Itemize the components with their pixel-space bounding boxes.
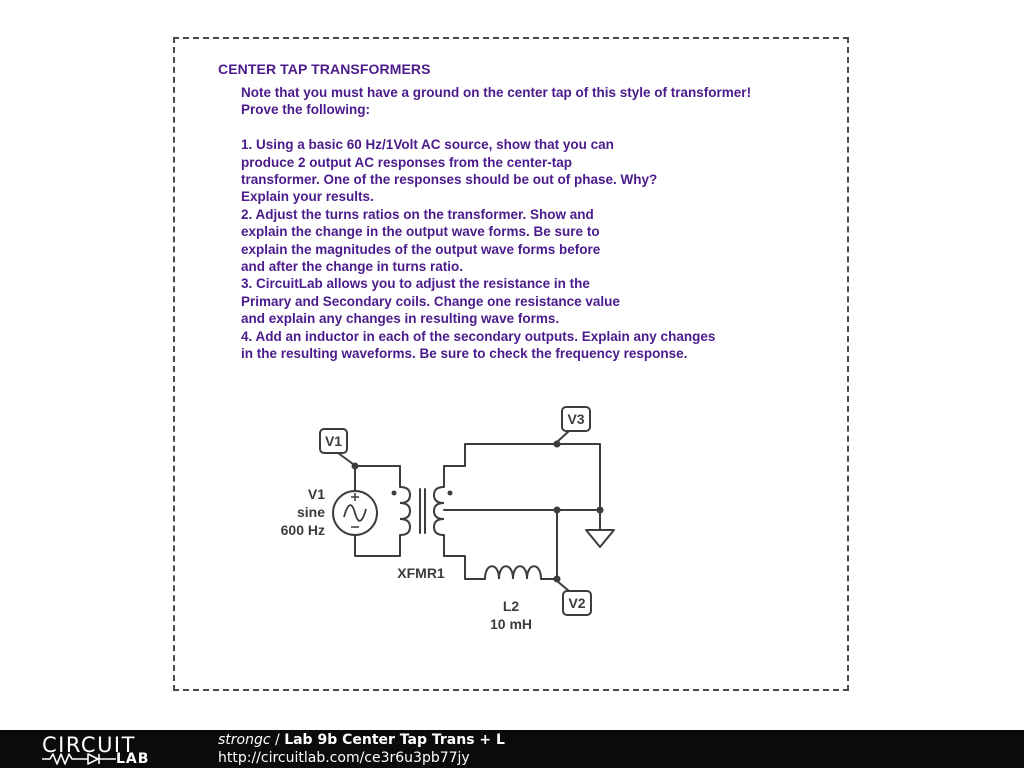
comment-frame (173, 37, 849, 691)
wire-l2-out (540, 509, 558, 580)
wire-center-tap (443, 509, 601, 531)
circuitlab-logo[interactable]: CIRCUIT LAB (42, 733, 178, 767)
note-line: 1. Using a basic 60 Hz/1Volt AC source, … (241, 137, 614, 153)
ground-symbol (585, 529, 615, 548)
instructions-text: Note that you must have a ground on the … (241, 84, 841, 362)
probe-v3-label: V3 (567, 411, 584, 427)
junction-dot (553, 575, 561, 583)
logo-resistor-diode-icon (42, 753, 116, 765)
note-line: explain the magnitudes of the output wav… (241, 241, 601, 257)
probe-v3[interactable]: V3 (561, 406, 591, 432)
note-line: explain the change in the output wave fo… (241, 224, 600, 240)
source-type-label: sine (297, 504, 325, 520)
circuit-title[interactable]: Lab 9b Center Tap Trans + L (284, 732, 505, 748)
author-link[interactable]: strongc (218, 732, 271, 748)
note-line: and explain any changes in resulting wav… (241, 311, 560, 327)
page-heading: CENTER TAP TRANSFORMERS (218, 61, 431, 77)
polarity-dot-secondary (447, 490, 453, 496)
inductor-value-label: 10 mH (490, 616, 532, 632)
wire-primary-top (354, 465, 401, 492)
note-line: Prove the following: (241, 102, 371, 118)
probe-lead-v1 (337, 452, 354, 465)
wire-primary-bottom (354, 534, 401, 557)
note-line: Primary and Secondary coils. Change one … (241, 293, 620, 309)
secondary-coil (432, 486, 445, 536)
note-line: Explain your results. (241, 189, 374, 205)
junction-dot (553, 440, 561, 448)
circuit-schematic: V1 V3 V2 V1 sine 600 Hz XFMR1 L2 10 mH (281, 406, 615, 632)
circuit-meta: strongc / Lab 9b Center Tap Trans + L ht… (218, 731, 505, 767)
probe-lead-v3 (556, 430, 570, 443)
sine-wave-glyph (343, 504, 367, 522)
transformer-label: XFMR1 (397, 565, 445, 581)
source-name-label: V1 (308, 486, 325, 502)
transformer-core (419, 488, 426, 534)
schematic-sheet: CENTER TAP TRANSFORMERS Note that you mu… (173, 37, 849, 691)
note-line: 4. Add an inductor in each of the second… (241, 328, 716, 344)
note-line: and after the change in turns ratio. (241, 259, 464, 275)
note-line: 2. Adjust the turns ratios on the transf… (241, 206, 594, 222)
footer-bar: CIRCUIT LAB strongc / Lab 9b Center Tap … (0, 730, 1024, 768)
note-line: transformer. One of the responses should… (241, 172, 658, 188)
junction-dot (596, 506, 604, 514)
meta-separator: / (270, 732, 285, 748)
junction-dot (553, 506, 561, 514)
polarity-dot-primary (391, 490, 397, 496)
inductor-name-label: L2 (503, 598, 520, 614)
probe-v2-label: V2 (568, 595, 585, 611)
source-frequency-label: 600 Hz (281, 522, 325, 538)
probe-v1-label: V1 (325, 433, 342, 449)
source-plus-sign (351, 493, 359, 501)
logo-wordmark-bottom: LAB (116, 751, 150, 767)
primary-coil (399, 486, 412, 536)
wire-secondary-top (443, 443, 601, 511)
probe-lead-v2 (556, 580, 570, 592)
logo-wordmark-top: CIRCUIT (42, 733, 136, 757)
junction-dot (351, 462, 359, 470)
probe-v1[interactable]: V1 (319, 428, 348, 454)
wire-secondary-bottom (443, 534, 486, 580)
inductor-l2-coil (484, 565, 542, 580)
note-line: 3. CircuitLab allows you to adjust the r… (241, 276, 590, 292)
note-line: in the resulting waveforms. Be sure to c… (241, 346, 688, 362)
circuit-url[interactable]: http://circuitlab.com/ce3r6u3pb77jy (218, 750, 470, 766)
note-line: Note that you must have a ground on the … (241, 85, 752, 100)
note-line: produce 2 output AC responses from the c… (241, 154, 573, 170)
probe-v2[interactable]: V2 (562, 590, 592, 616)
